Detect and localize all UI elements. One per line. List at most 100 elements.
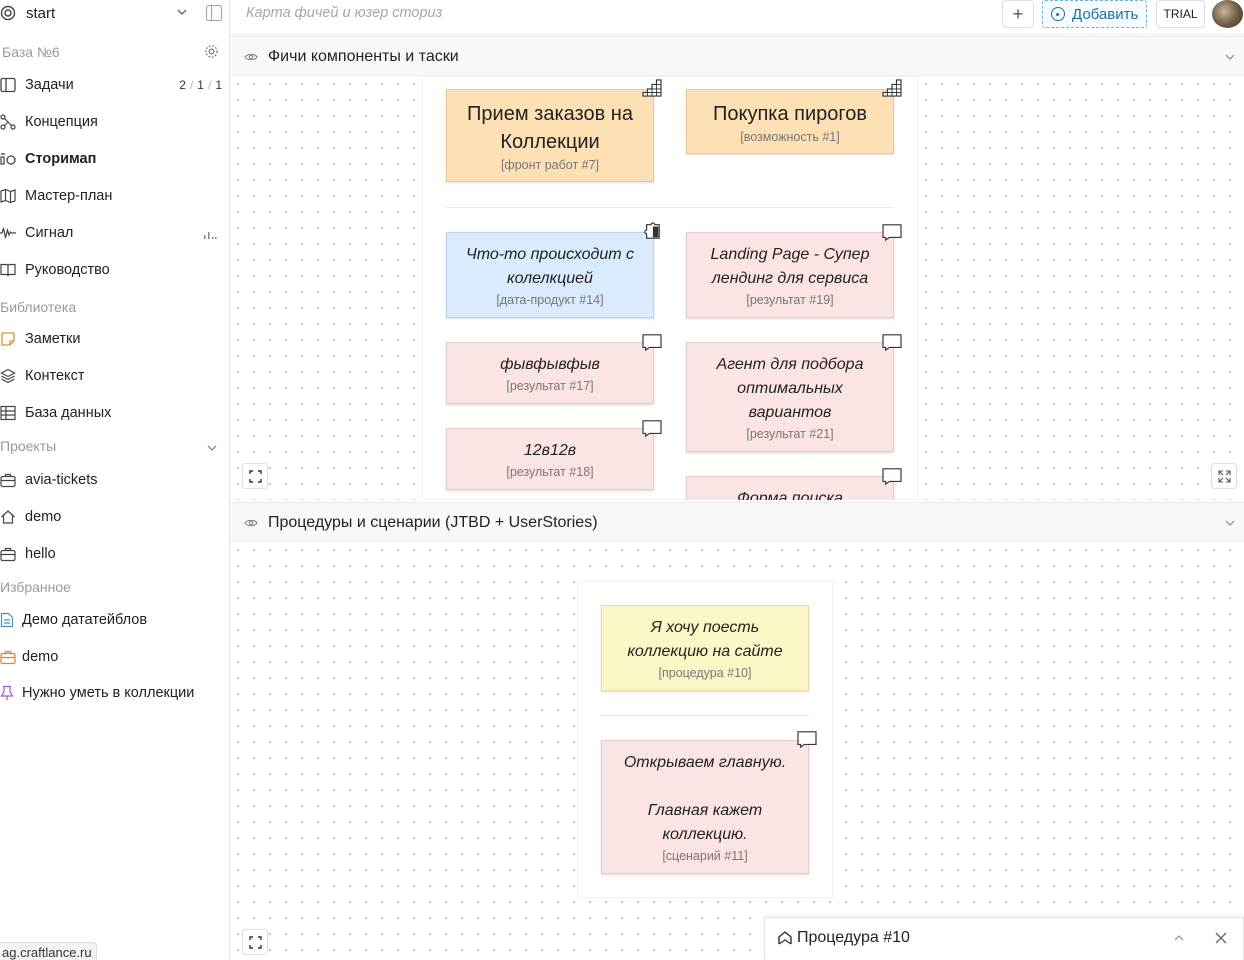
eye-icon[interactable]: [244, 517, 258, 529]
card-title: Открываем главную. Главная кажет коллекц…: [623, 754, 787, 843]
feature-card[interactable]: Агент для подбора оптимальных вариантов …: [686, 342, 894, 452]
sidebar-item-label: Сигнал: [25, 225, 74, 241]
card-title: Я хочу поесть коллекцию на сайте: [627, 619, 783, 660]
sidebar-item-concept[interactable]: Концепция: [0, 107, 230, 137]
sidebar-item-label: avia-tickets: [25, 472, 98, 488]
feature-card[interactable]: Что-то происходит с колелкцией [дата-про…: [446, 232, 654, 318]
trial-badge[interactable]: TRIAL: [1156, 0, 1205, 28]
sidebar-item-label: Контекст: [25, 368, 85, 384]
note-icon: [1, 332, 15, 346]
sidebar-item-label: demo: [22, 649, 59, 665]
gear-icon[interactable]: [204, 44, 219, 59]
add-button[interactable]: Добавить: [1042, 0, 1147, 28]
card-meta: [результат #17]: [506, 379, 594, 393]
fullscreen-icon: [249, 470, 262, 483]
feature-card[interactable]: Landing Page - Супер лендинг для сервиса…: [686, 232, 894, 318]
sidebar-item-label: База данных: [25, 405, 112, 421]
base-label: База №6: [2, 44, 60, 60]
sidebar-item-label: Руководство: [25, 262, 110, 278]
card-title: Landing Page - Супер лендинг для сервиса: [710, 246, 870, 287]
note-flag-icon: [797, 731, 817, 748]
workspace-logo-icon: [0, 5, 16, 21]
fullscreen-button[interactable]: [242, 463, 268, 489]
procedure-card[interactable]: Я хочу поесть коллекцию на сайте [процед…: [601, 605, 809, 691]
sidebar-item-project[interactable]: demo: [0, 502, 230, 532]
sidebar-item-master-plan[interactable]: Мастер-план: [0, 181, 230, 211]
activity-bars-icon: [204, 232, 217, 239]
feature-card[interactable]: Прием заказов на Коллекции [фронт работ …: [446, 89, 654, 182]
map-icon: [0, 188, 16, 204]
feature-card[interactable]: Покупка пирогов [возможность #1]: [686, 89, 894, 154]
avatar[interactable]: [1212, 0, 1243, 28]
sidebar-item-label: Концепция: [25, 114, 98, 130]
sidebar-item-guide[interactable]: Руководство: [0, 255, 230, 285]
sidebar-item-context[interactable]: Контекст: [0, 361, 230, 391]
card-meta: [процедура #10]: [658, 666, 752, 680]
eye-icon[interactable]: [244, 51, 258, 63]
status-url: ag.craftlance.ru: [0, 942, 97, 960]
plus-icon: +: [1012, 3, 1024, 24]
chevron-down-icon[interactable]: [206, 442, 218, 454]
plus-button[interactable]: +: [1002, 0, 1034, 28]
chevron-down-icon[interactable]: [176, 6, 188, 18]
favorite-item[interactable]: demo: [0, 642, 230, 672]
fullscreen-button[interactable]: [242, 929, 268, 955]
panel-header[interactable]: Фичи компоненты и таски: [230, 36, 1244, 76]
tasks-icon: [0, 77, 16, 93]
stairs-icon: [642, 79, 662, 97]
briefcase-icon: [0, 650, 16, 665]
briefcase-icon: [0, 547, 16, 562]
popup-title: Процедура #10: [797, 929, 910, 946]
card-title: 12в12в: [523, 442, 577, 459]
topbar: Карта фичей и юзер сториз + Добавить TRI…: [230, 0, 1244, 35]
feature-canvas[interactable]: Прием заказов на Коллекции [фронт работ …: [230, 76, 1244, 500]
sidebar-item-project[interactable]: hello: [0, 539, 230, 569]
panel-header[interactable]: Процедуры и сценарии (JTBD + UserStories…: [230, 502, 1244, 542]
sidebar-item-project[interactable]: avia-tickets: [0, 465, 230, 495]
projects-section-label: Проекты: [0, 438, 57, 454]
chevron-down-icon[interactable]: [1224, 51, 1236, 63]
sidebar-item-label: Демо дататейблов: [22, 612, 148, 628]
card-title: Что-то происходит с колелкцией: [465, 246, 635, 287]
note-flag-icon: [882, 334, 902, 351]
favorite-item[interactable]: Демо дататейблов: [0, 605, 230, 635]
feature-card[interactable]: 12в12в [результат #18]: [446, 428, 654, 490]
sidebar-item-label: Нужно уметь в коллекции: [22, 685, 195, 701]
note-flag-icon: [642, 420, 662, 437]
sidebar-item-notes[interactable]: Заметки: [0, 324, 230, 354]
fullscreen-icon: [249, 936, 262, 949]
sidebar-item-signal[interactable]: Сигнал: [0, 218, 230, 248]
panel-title: Процедуры и сценарии (JTBD + UserStories…: [268, 514, 598, 531]
card-title: Покупка пирогов: [712, 103, 868, 125]
divider: [601, 715, 809, 716]
favorite-item[interactable]: Нужно уметь в коллекции: [0, 678, 230, 708]
sidebar-item-storymap[interactable]: Сторимап: [0, 144, 230, 174]
divider: [446, 207, 894, 208]
card-meta: [возможность #1]: [740, 130, 840, 144]
procedure-popup[interactable]: Процедура #10: [764, 917, 1244, 960]
procedure-canvas[interactable]: Я хочу поесть коллекцию на сайте [процед…: [230, 542, 1244, 960]
feature-card[interactable]: Форма поиска: [686, 476, 894, 500]
chevron-down-icon[interactable]: [1224, 517, 1236, 529]
sidebar-item-tasks[interactable]: Задачи 2/1/1: [0, 70, 230, 100]
close-icon[interactable]: [1214, 931, 1228, 945]
collapse-sidebar-icon[interactable]: [205, 4, 223, 22]
note-flag-icon: [882, 224, 902, 241]
sidebar-item-label: Мастер-план: [25, 188, 113, 204]
card-meta: [результат #21]: [746, 427, 834, 441]
procedure-icon: [778, 931, 792, 945]
workspace-name: start: [26, 5, 56, 22]
puzzle-icon: [644, 222, 660, 239]
book-icon: [0, 263, 16, 277]
card-title: фывфывфыв: [500, 356, 600, 373]
card-title: Агент для подбора оптимальных вариантов: [716, 356, 864, 421]
chevron-up-icon[interactable]: [1173, 932, 1185, 944]
expand-button[interactable]: [1211, 463, 1237, 489]
scenario-card[interactable]: Открываем главную. Главная кажет коллекц…: [601, 740, 809, 874]
sidebar-item-label: Задачи: [25, 77, 74, 93]
sidebar-item-database[interactable]: База данных: [0, 398, 230, 428]
signal-icon: [0, 227, 16, 239]
feature-card[interactable]: фывфывфыв [результат #17]: [446, 342, 654, 404]
search-input[interactable]: Карта фичей и юзер сториз: [246, 5, 443, 21]
workspace-switcher[interactable]: start: [0, 0, 230, 26]
